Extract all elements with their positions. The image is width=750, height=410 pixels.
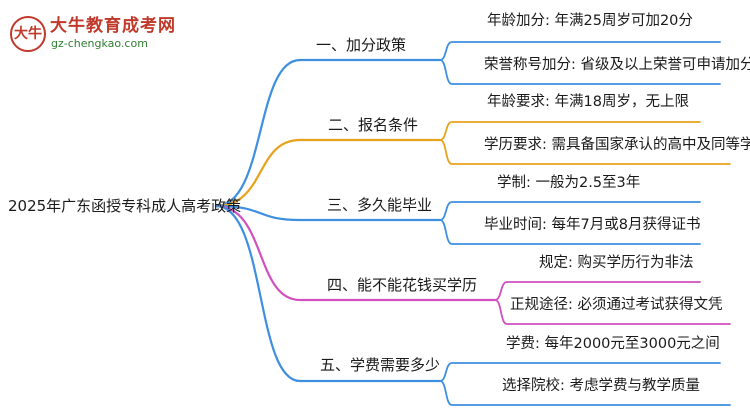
leaf-node-3-1: 学制: 一般为2.5至3年: [497, 175, 641, 191]
leaf-connector-3-2: [439, 219, 701, 245]
logo-title: 大牛教育成考网: [50, 16, 176, 36]
logo-badge-icon: 大牛: [10, 16, 46, 52]
leaf-node-4-2: 正规途径: 必须通过考试获得文凭: [510, 297, 723, 313]
leaf-connector-5-2: [439, 380, 731, 406]
leaf-node-5-1: 学费: 每年2000元至3000元之间: [506, 336, 720, 352]
branch-connector-2: [214, 138, 442, 208]
site-logo: 大牛 大牛教育成考网 gz-chengkao.com: [10, 16, 200, 54]
branch-connector-3: [214, 204, 442, 222]
leaf-connector-5-1: [439, 362, 721, 382]
leaf-connector-4-1: [494, 281, 701, 301]
branch-connector-1: [214, 58, 442, 208]
branch-node-1: 一、加分政策: [316, 36, 407, 54]
leaf-node-2-1: 年龄要求: 年满18周岁，无上限: [487, 94, 689, 110]
leaf-connector-2-1: [439, 121, 701, 141]
leaf-connector-1-1: [439, 41, 721, 61]
leaf-node-2-2: 学历要求: 需具备国家承认的高中及同等学历: [484, 137, 750, 153]
branch-node-2: 二、报名条件: [328, 116, 419, 134]
leaf-connector-3-1: [439, 201, 701, 221]
branch-node-4: 四、能不能花钱买学历: [327, 276, 478, 294]
leaf-node-4-1: 规定: 购买学历行为非法: [539, 255, 694, 271]
leaf-node-5-2: 选择院校: 考虑学费与教学质量: [502, 378, 700, 394]
leaf-connector-1-2: [439, 59, 721, 85]
leaf-connector-2-2: [439, 139, 731, 165]
branch-node-5: 五、学费需要多少: [320, 356, 441, 374]
leaf-connector-4-2: [494, 299, 731, 325]
branch-connector-4: [214, 204, 497, 302]
leaf-node-3-2: 毕业时间: 每年7月或8月获得证书: [484, 217, 701, 233]
leaf-node-1-1: 年龄加分: 年满25周岁可加20分: [487, 13, 693, 29]
leaf-node-1-2: 荣誉称号加分: 省级及以上荣誉可申请加分: [484, 57, 750, 73]
root-node: 2025年广东函授专科成人高考政策: [8, 197, 242, 215]
logo-url: gz-chengkao.com: [51, 37, 148, 50]
logo-badge-text: 大牛: [14, 26, 42, 42]
branch-node-3: 三、多久能毕业: [327, 196, 433, 214]
branch-connector-5: [214, 204, 442, 383]
